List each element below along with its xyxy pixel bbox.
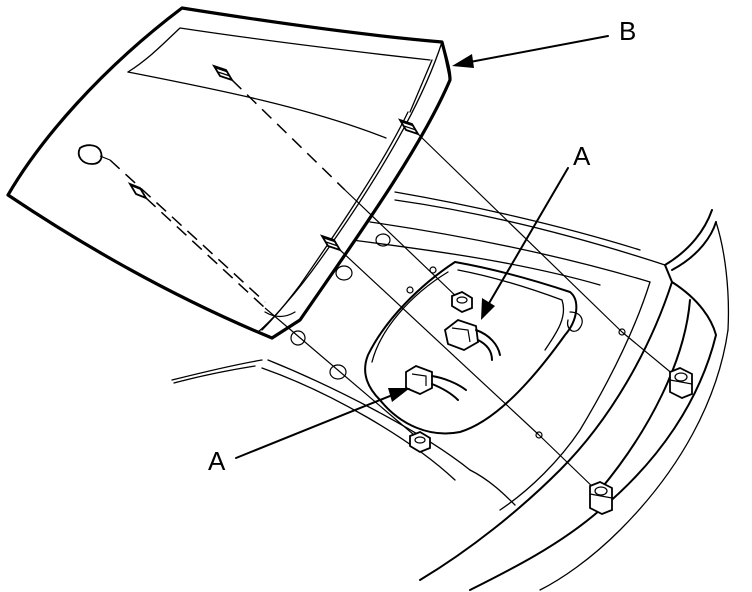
nut-4 (589, 481, 613, 515)
nut-2 (409, 430, 431, 454)
callout-a-lower: A (208, 388, 410, 476)
lamp-assembly-b (6, 6, 452, 340)
nut-3 (669, 367, 693, 399)
lamp-studs (77, 64, 421, 252)
callout-a-upper-label: A (573, 141, 591, 171)
callout-a-upper: A (481, 141, 591, 320)
callout-b: B (452, 16, 636, 68)
flange-nuts (409, 290, 693, 515)
stud-lower-right (319, 234, 343, 252)
connector-lower (405, 365, 467, 401)
vehicle-panel (171, 191, 730, 591)
callout-a-lower-label: A (208, 446, 226, 476)
callout-b-label: B (619, 16, 636, 46)
pivot-pin (77, 144, 111, 165)
connector-upper (444, 318, 501, 361)
nut-1 (451, 290, 473, 314)
